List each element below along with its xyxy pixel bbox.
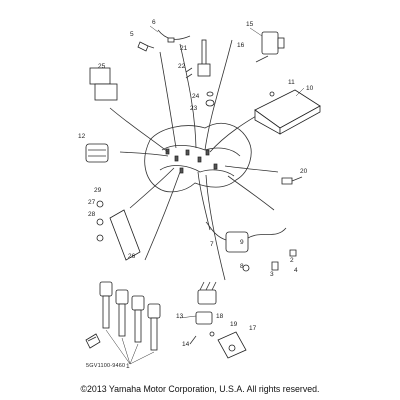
label-leaders xyxy=(105,25,305,365)
part-label: 25 xyxy=(98,63,106,70)
part-label: 7 xyxy=(210,241,214,248)
part-label: 1 xyxy=(126,363,130,370)
part-label: 14 xyxy=(182,341,190,348)
part-label: 11 xyxy=(288,79,295,86)
part-label: 28 xyxy=(88,211,96,218)
part-label: 2 xyxy=(290,257,294,264)
right-sensor-part xyxy=(281,176,303,185)
part-label: 4 xyxy=(294,267,298,274)
sensor-part xyxy=(137,41,155,52)
part-label: 29 xyxy=(94,187,102,194)
ignition-coils-part xyxy=(99,281,161,351)
part-label: 3 xyxy=(270,271,274,278)
part-label: 21 xyxy=(180,45,188,52)
diagram-code: 5GV1100-9460 xyxy=(86,363,126,369)
starter-relay-part xyxy=(85,143,109,163)
part-label: 15 xyxy=(246,21,254,28)
coil-part xyxy=(255,31,285,63)
part-label: 23 xyxy=(190,105,198,112)
harness-clip-part xyxy=(157,29,191,43)
part-label: 17 xyxy=(249,325,257,332)
part-label: 13 xyxy=(176,313,184,320)
part-label: 27 xyxy=(88,199,96,206)
part-label: 6 xyxy=(152,19,156,26)
part-number-labels: 1 2 3 4 5 6 7 8 9 10 11 12 13 14 15 16 1… xyxy=(78,19,314,370)
part-label: 8 xyxy=(240,263,244,270)
part-label: 26 xyxy=(128,253,136,260)
part-label: 16 xyxy=(237,42,245,49)
part-label: 18 xyxy=(216,313,224,320)
frame-outline xyxy=(144,123,252,193)
copyright-notice: ©2013 Yamaha Motor Corporation, U.S.A. A… xyxy=(80,384,320,394)
sensor-stack-part xyxy=(185,39,215,107)
part-label: 10 xyxy=(306,85,314,92)
bottom-assembly-part xyxy=(189,281,247,359)
front-arrow-icon xyxy=(85,333,101,349)
part-label: 9 xyxy=(240,239,244,246)
relay-part xyxy=(89,67,118,101)
part-label: 5 xyxy=(130,31,134,38)
part-label: 22 xyxy=(178,63,186,70)
regulator-part xyxy=(205,221,297,272)
part-label: 19 xyxy=(230,321,238,328)
part-label: 24 xyxy=(192,93,200,100)
rectifier-part xyxy=(96,200,141,261)
ecu-part xyxy=(254,89,321,135)
part-label: 12 xyxy=(78,133,86,140)
part-label: 20 xyxy=(300,168,308,175)
